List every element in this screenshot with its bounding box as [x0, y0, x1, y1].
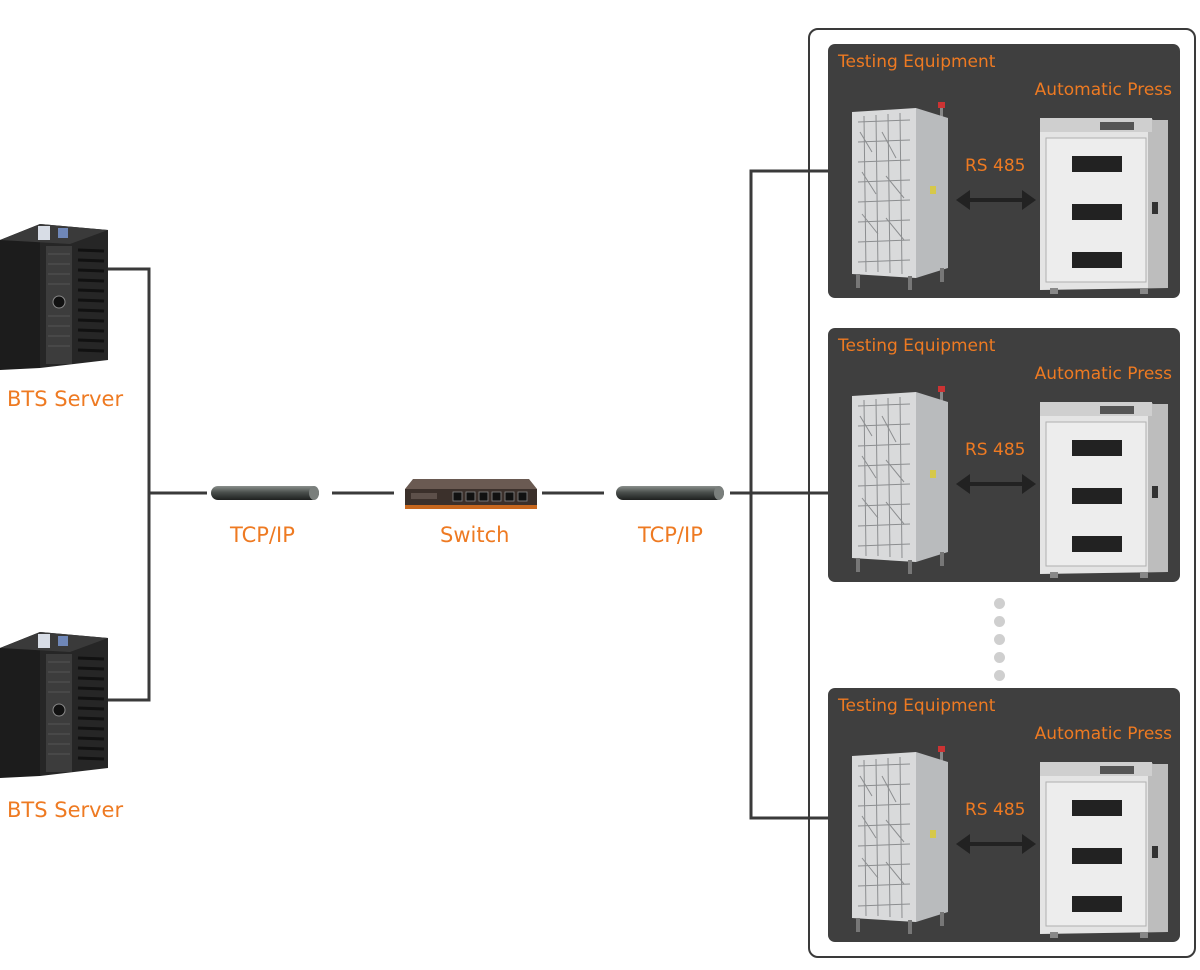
- automatic-press-label: Automatic Press: [1034, 80, 1172, 100]
- cable-icon: [616, 486, 724, 500]
- station-panel: Testing Equipment Automatic Press RS 485: [828, 44, 1180, 298]
- more-stations-ellipsis: [994, 598, 1005, 688]
- testing-equipment-icon: [852, 102, 948, 290]
- bidirectional-arrow-icon: [956, 834, 1036, 854]
- server-icon: [0, 632, 108, 778]
- station-panel: Testing Equipment Automatic Press RS 485: [828, 328, 1180, 582]
- automatic-press-label: Automatic Press: [1034, 364, 1172, 384]
- rs485-label: RS 485: [965, 440, 1026, 460]
- automatic-press-label: Automatic Press: [1034, 724, 1172, 744]
- stations-frame: [808, 28, 1196, 958]
- automatic-press-icon: [1040, 118, 1168, 294]
- testing-equipment-icon: [852, 386, 948, 574]
- automatic-press-icon: [1040, 402, 1168, 578]
- testing-equipment-icon: [852, 746, 948, 934]
- rs485-label: RS 485: [965, 156, 1026, 176]
- tcpip-label: TCP/IP: [638, 523, 703, 547]
- testing-equipment-label: Testing Equipment: [838, 696, 996, 716]
- cable-icon: [211, 486, 319, 500]
- station-panel: Testing Equipment Automatic Press RS 485: [828, 688, 1180, 942]
- switch-label: Switch: [440, 523, 510, 547]
- automatic-press-icon: [1040, 762, 1168, 938]
- tcpip-label: TCP/IP: [230, 523, 295, 547]
- server-icon: [0, 224, 108, 370]
- server-label: BTS Server: [7, 798, 124, 822]
- network-switch-icon: [405, 479, 537, 509]
- rs485-label: RS 485: [965, 800, 1026, 820]
- testing-equipment-label: Testing Equipment: [838, 52, 996, 72]
- bidirectional-arrow-icon: [956, 190, 1036, 210]
- server-label: BTS Server: [7, 387, 124, 411]
- bidirectional-arrow-icon: [956, 474, 1036, 494]
- testing-equipment-label: Testing Equipment: [838, 336, 996, 356]
